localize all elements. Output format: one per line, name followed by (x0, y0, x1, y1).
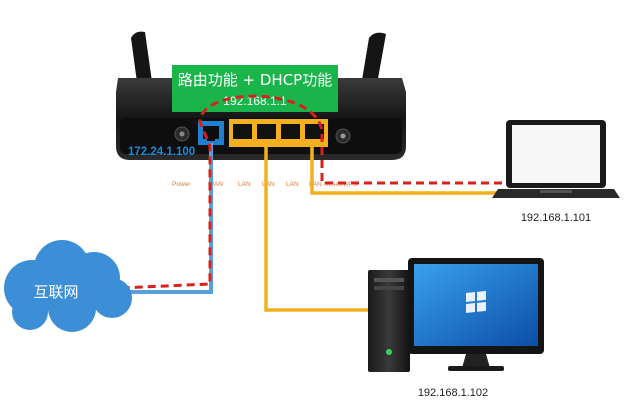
router: 路由功能 + DHCP功能 192.168.1.1 172.24.1.100 P… (116, 31, 406, 188)
port-label-lan4: LAN (309, 181, 322, 188)
desktop-ip: 192.168.1.102 (418, 387, 488, 399)
monitor-screen (414, 264, 538, 346)
laptop: 192.168.1.101 (492, 120, 620, 224)
reset-wps-button (335, 128, 351, 144)
function-banner (172, 65, 338, 112)
lan-cable-laptop (310, 139, 500, 195)
banner-title: 路由功能 + DHCP功能 (178, 71, 332, 89)
laptop-screen (512, 125, 600, 183)
port-label-wan: WAN (208, 181, 223, 188)
desktop-computer: 192.168.1.102 (368, 258, 544, 399)
power-port (174, 126, 190, 142)
port-label-lan2: LAN (262, 181, 275, 188)
windows-logo-icon (466, 290, 486, 313)
internet-label: 互联网 (33, 283, 78, 301)
lan-cable-desktop (264, 139, 372, 312)
cables (108, 94, 502, 312)
internet-cloud: 互联网 (4, 240, 132, 332)
pc-tower (368, 270, 410, 372)
wan-cable (126, 143, 213, 294)
laptop-base (492, 189, 620, 198)
port-label-lan3: LAN (286, 181, 299, 188)
port-label-lan1: LAN (238, 181, 251, 188)
monitor-stand (462, 354, 490, 368)
dhcp-path (119, 94, 502, 290)
wan-ip-label: 172.24.1.100 (128, 146, 195, 158)
laptop-ip: 192.168.1.101 (521, 212, 591, 224)
port-label-power: Power (172, 181, 191, 188)
